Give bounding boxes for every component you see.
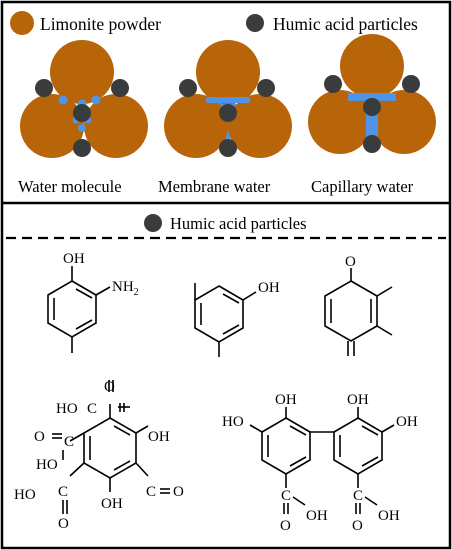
humic-legend-icon (144, 214, 162, 232)
oh-group: OH (347, 392, 369, 408)
carbonyl-o: O (345, 254, 356, 270)
limonite-particle (196, 40, 260, 104)
limonite-particle (308, 90, 372, 154)
limonite-legend-icon (10, 11, 34, 35)
humic-particle (73, 104, 91, 122)
structure-biphenyl (249, 407, 395, 514)
carbonyl-o: O (34, 429, 45, 445)
state-membrane-water: Membrane water (158, 40, 292, 196)
oh-group: OH (148, 429, 170, 445)
limonite-legend-label: Limonite powder (40, 14, 161, 34)
humic-particle (73, 139, 91, 157)
state-water-molecule: Water molecule (18, 40, 148, 196)
ho-group: HO (56, 401, 78, 417)
structure-phenol (194, 283, 257, 357)
humic-particle (402, 75, 420, 93)
humic-particle (219, 104, 237, 122)
carbon: C (281, 488, 291, 504)
benzene-ring (194, 285, 244, 343)
limonite-particle (50, 40, 114, 104)
top-legend: Limonite powder Humic acid particles (10, 11, 418, 35)
oh-group: OH (306, 508, 328, 524)
humic-particle (324, 75, 342, 93)
humic-particle (257, 79, 275, 97)
nh2-group: NH2 (112, 279, 139, 298)
oh-group: OH (275, 392, 297, 408)
state-label: Membrane water (158, 177, 271, 196)
limonite-particle (340, 34, 404, 98)
carbonyl-o: O (104, 379, 115, 395)
benzene-ring (333, 417, 383, 475)
state-capillary-water: Capillary water (308, 34, 436, 196)
carbonyl-o: O (173, 484, 184, 500)
carbon: C (87, 401, 97, 417)
ho-group: HO (222, 414, 244, 430)
humic-particle (179, 79, 197, 97)
oh-group: OH (63, 251, 85, 267)
humic-legend-label: Humic acid particles (273, 14, 418, 34)
carbonyl-o: O (352, 518, 363, 534)
humic-particle (219, 139, 237, 157)
state-label: Capillary water (311, 177, 414, 196)
bottom-legend: Humic acid particles (144, 214, 307, 233)
ho-group: HO (36, 457, 58, 473)
humic-legend-label: Humic acid particles (170, 214, 307, 233)
oh-group: OH (258, 280, 280, 296)
humic-legend-icon (246, 14, 264, 32)
limonite-particle (20, 94, 84, 158)
ho-group: HO (14, 487, 36, 503)
carbon: C (64, 434, 74, 450)
limonite-particle (372, 90, 436, 154)
limonite-particle (228, 94, 292, 158)
carbon: C (58, 484, 68, 500)
water-molecule (78, 124, 86, 132)
water-molecule (91, 95, 101, 105)
humic-particle (363, 98, 381, 116)
benzene-ring (261, 417, 311, 475)
structure-quinone (324, 268, 393, 356)
carbon: C (353, 488, 363, 504)
oh-group: OH (396, 414, 418, 430)
structure-aminophenol (47, 266, 111, 353)
limonite-particle (164, 94, 228, 158)
oh-group: OH (101, 496, 123, 512)
benzene-ring (47, 280, 97, 338)
water-film (206, 97, 250, 103)
carbonyl-o: O (58, 516, 69, 532)
ring (324, 280, 378, 342)
structure-polycarboxylic (52, 380, 170, 514)
limonite-particle (84, 94, 148, 158)
carbonyl-o: O (280, 518, 291, 534)
humic-particle (35, 79, 53, 97)
carbon: C (146, 484, 156, 500)
benzene-ring (83, 417, 137, 479)
water-molecule (58, 95, 68, 105)
humic-particle (363, 135, 381, 153)
oh-group: OH (378, 508, 400, 524)
humic-particle (111, 79, 129, 97)
state-label: Water molecule (18, 177, 122, 196)
